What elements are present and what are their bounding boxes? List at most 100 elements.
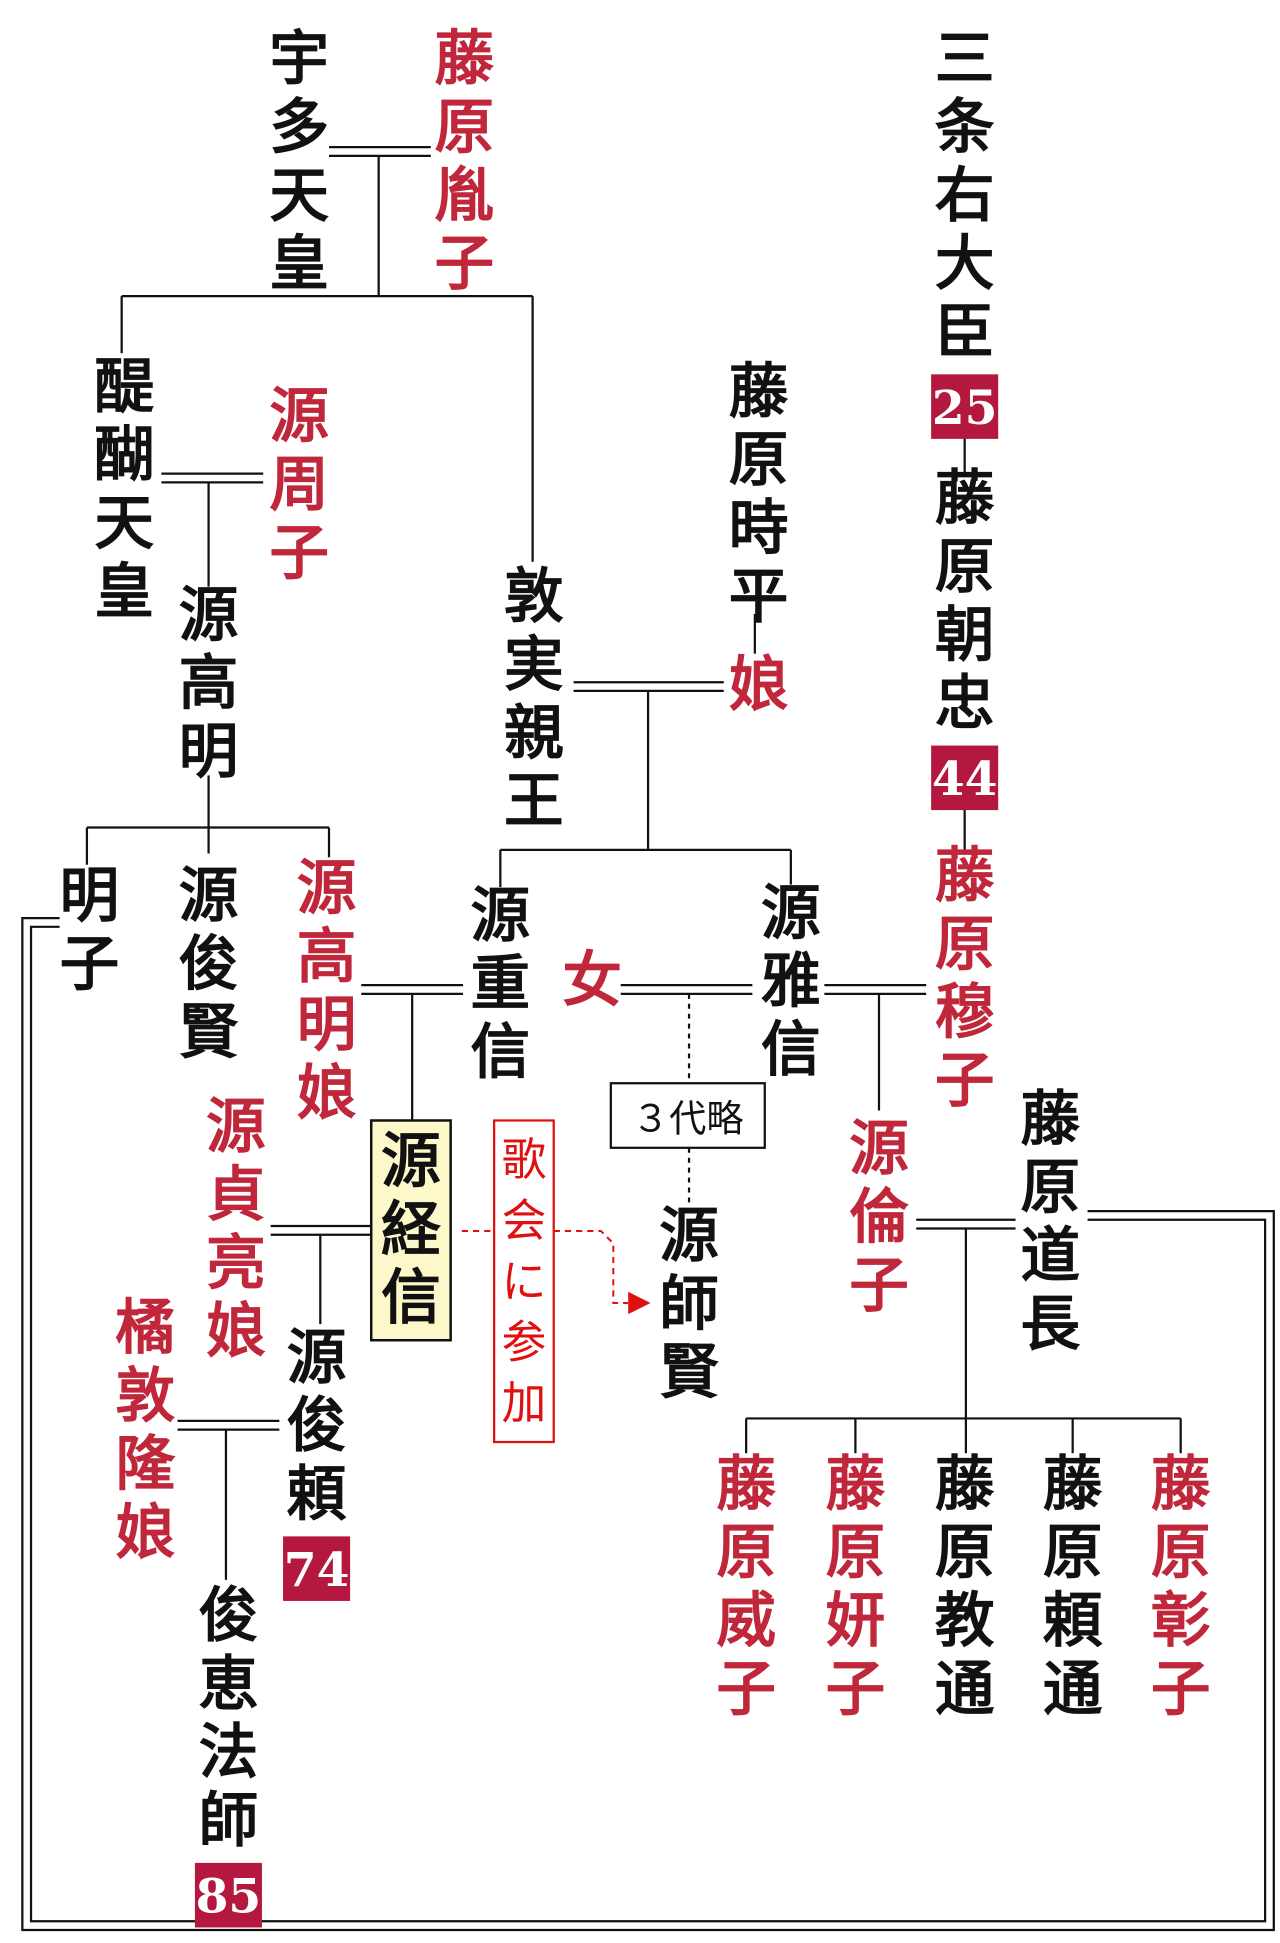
poem-number: 85 xyxy=(196,1870,262,1925)
poem-number: 74 xyxy=(284,1543,350,1598)
name-char: 俊 xyxy=(287,1391,347,1461)
name-char: 敦 xyxy=(115,1361,175,1431)
name-char: 隆 xyxy=(115,1430,176,1500)
name-char: 源 xyxy=(761,878,821,948)
name-char: 親 xyxy=(504,698,564,768)
name-char: 子 xyxy=(1151,1654,1211,1724)
poetry-gathering-char: 参 xyxy=(502,1317,547,1369)
name-char: 妍 xyxy=(826,1586,886,1656)
name-char: 周 xyxy=(269,450,329,520)
name-char: 亮 xyxy=(206,1228,266,1298)
marriage-line xyxy=(21,916,1275,1932)
name-char: 娘 xyxy=(206,1297,266,1367)
name-char: 右 xyxy=(935,161,995,231)
name-char: 教 xyxy=(935,1586,995,1656)
name-char: 源 xyxy=(381,1127,441,1197)
name-char: 俊 xyxy=(199,1581,259,1651)
name-char: 子 xyxy=(716,1654,776,1724)
poetry-gathering-char: 歌 xyxy=(502,1134,547,1186)
poetry-arrow-line xyxy=(553,1229,629,1304)
generations-omitted-box xyxy=(609,1082,766,1149)
name-char: 時 xyxy=(729,493,789,563)
connector-lines xyxy=(21,146,1275,1932)
poem-number-badge xyxy=(194,1862,262,1928)
poetry-gathering-char: に xyxy=(502,1256,547,1308)
name-char: 橘 xyxy=(115,1293,175,1363)
name-char: 子 xyxy=(826,1654,886,1724)
person-minamoto-tsunenobu: 源経信 xyxy=(369,1119,452,1342)
name-char: 源 xyxy=(269,382,329,452)
name-char: 師 xyxy=(199,1786,259,1856)
name-char: 娘 xyxy=(297,1058,357,1128)
name-char: 源 xyxy=(179,580,239,650)
name-char: 源 xyxy=(297,854,357,924)
name-char: 頼 xyxy=(287,1459,347,1529)
name-char: 信 xyxy=(471,1017,531,1087)
name-char: 源 xyxy=(849,1114,909,1184)
name-char: 宇 xyxy=(269,24,329,94)
name-char: 藤 xyxy=(826,1449,886,1519)
name-char: 藤 xyxy=(1021,1084,1081,1154)
name-char: 明 xyxy=(60,861,120,931)
poem-number: 44 xyxy=(932,752,998,807)
name-char: 賢 xyxy=(659,1338,719,1408)
name-char: 藤 xyxy=(935,841,995,911)
name-char: 多 xyxy=(269,92,329,162)
name-char: 恵 xyxy=(199,1649,259,1719)
name-char: 藤 xyxy=(935,464,995,534)
generations-omitted-label: ３代略 xyxy=(632,1097,744,1141)
name-char: 原 xyxy=(716,1518,776,1588)
name-char: 朝 xyxy=(935,600,995,670)
name-char: 彰 xyxy=(1151,1586,1211,1656)
name-char: 皇 xyxy=(94,557,154,627)
name-char: 道 xyxy=(1021,1221,1081,1291)
name-char: 王 xyxy=(504,767,564,837)
name-char: 敦 xyxy=(504,562,564,632)
name-char: 源 xyxy=(179,861,239,931)
name-char: 娘 xyxy=(729,650,789,720)
name-char: 師 xyxy=(659,1269,719,1339)
name-char: 明 xyxy=(179,717,239,787)
name-char: 天 xyxy=(94,489,154,559)
people: 宇多天皇藤原胤子三条右大臣25藤原朝忠44藤原穆子醍醐天皇源周子藤原時平娘敦実親… xyxy=(60,24,1211,1928)
poem-number: 25 xyxy=(932,381,998,436)
name-char: 女 xyxy=(562,945,622,1015)
name-char: 原 xyxy=(935,1518,995,1588)
name-char: 子 xyxy=(60,929,120,999)
name-char: 源 xyxy=(287,1323,347,1393)
name-char: 重 xyxy=(471,949,531,1019)
name-char: 高 xyxy=(297,922,357,992)
name-char: 法 xyxy=(199,1718,259,1788)
name-char: 俊 xyxy=(179,929,239,999)
name-char: 原 xyxy=(1151,1518,1211,1588)
person-minamoto-toshiyori: 源俊頼 74 xyxy=(283,1323,351,1601)
poem-number-badge xyxy=(283,1536,351,1601)
name-char: 賢 xyxy=(179,998,239,1068)
name-char: 子 xyxy=(435,229,495,299)
name-char: 子 xyxy=(849,1251,909,1321)
name-char: 藤 xyxy=(435,24,495,94)
name-char: 平 xyxy=(729,562,789,632)
person-akiko: 明子 xyxy=(60,861,120,999)
name-char: 原 xyxy=(1043,1518,1103,1588)
name-char: 貞 xyxy=(206,1160,266,1230)
name-char: 通 xyxy=(935,1654,995,1724)
name-char: 大 xyxy=(935,229,995,299)
name-char: 雅 xyxy=(761,947,821,1017)
person-minamoto-rinshi: 源倫子 xyxy=(849,1114,909,1321)
name-char: 長 xyxy=(1021,1289,1081,1359)
name-char: 経 xyxy=(381,1195,441,1265)
